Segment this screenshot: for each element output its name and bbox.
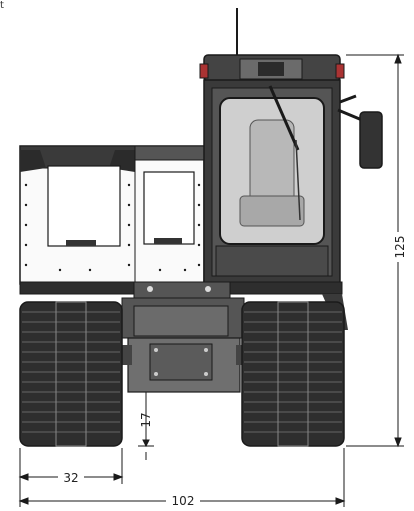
cab-roof [199,54,345,82]
left-track [19,301,123,447]
engine-hood [19,145,205,285]
overall-width-dimension [18,448,346,507]
cab [203,79,341,285]
corner-mark: t [0,0,4,11]
track-width-dimension-label: 32 [63,471,78,485]
height-dimension-label: 125 [393,236,407,259]
ground-clearance-dimension [138,392,154,460]
track-width-dimension [18,448,124,484]
ground-clearance-dimension-label: 17 [139,412,153,427]
overall-width-dimension-label: 102 [172,494,195,507]
height-dimension [346,53,406,448]
right-track [241,301,345,447]
side-mirror [337,94,383,169]
